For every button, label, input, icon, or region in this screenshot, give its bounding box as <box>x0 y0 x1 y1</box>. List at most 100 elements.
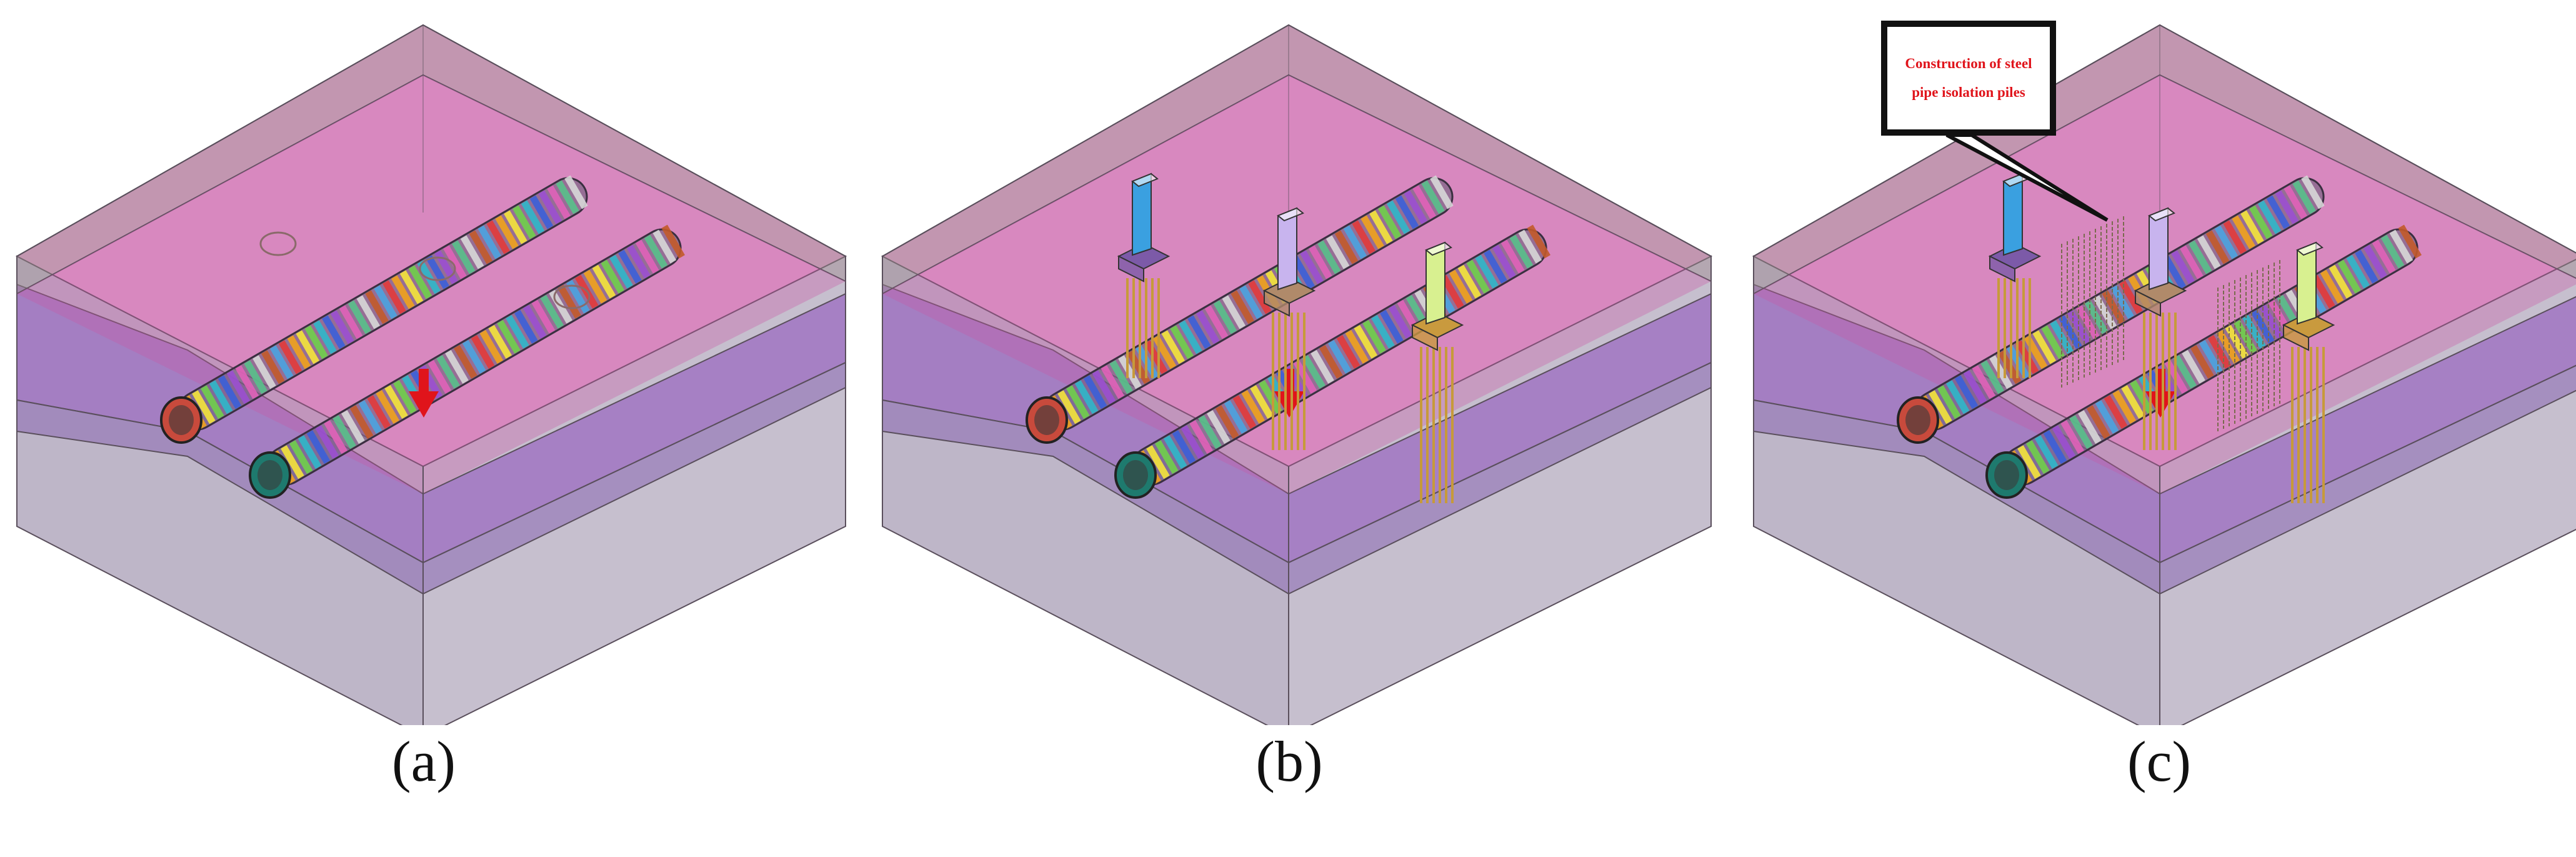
pier-column-top <box>2148 207 2175 222</box>
pile-cap-side <box>1118 255 1144 283</box>
tunnel-segment-ring <box>1239 285 1263 319</box>
tunnel-segment-ring <box>1187 315 1211 349</box>
tunnel-segment-ring <box>1170 325 1194 359</box>
ghost-pier-marker <box>553 284 591 309</box>
tunnel-segment-ring <box>330 310 354 344</box>
soil-model-b <box>881 24 1713 725</box>
tunnel-segment-ring <box>538 190 562 224</box>
tunnel-segment-ring <box>1222 295 1246 329</box>
tunnel-segment-ring <box>497 319 521 354</box>
tunnel-segment-ring <box>2043 430 2067 464</box>
tunnel-segment-ring <box>1057 390 1081 424</box>
tunnel-segment-ring <box>1449 269 1473 304</box>
tunnel-segment-ring <box>2259 304 2284 339</box>
tunnel-segment-ring <box>2060 420 2084 454</box>
tunnel-segment-ring <box>341 410 365 444</box>
tunnel-segment-ring <box>1352 220 1375 254</box>
tunnel-segment-ring <box>427 359 452 394</box>
tunnel-segment-ring <box>2015 340 2039 374</box>
callout-box: Construction of steel pipe isolation pil… <box>1881 21 2056 136</box>
tunnel-segment-ring <box>1146 445 1170 479</box>
tunnel-segment-ring <box>1963 370 1987 404</box>
tunnel-segment-ring <box>2173 354 2197 389</box>
tunnel-segment-ring <box>1259 380 1282 414</box>
tunnel-segment-ring <box>609 254 633 289</box>
tunnel-segment-ring <box>1929 390 1952 424</box>
tunnel-segment-ring <box>522 304 547 339</box>
pier-3 <box>2282 241 2335 503</box>
tunnel-segment-ring <box>1066 385 1090 419</box>
tunnel-segment-ring <box>2095 400 2119 434</box>
tunnel-segment-ring <box>408 265 432 299</box>
tunnel-segment-ring <box>592 264 616 299</box>
pier-column <box>2149 207 2169 291</box>
tunnel-segment-ring <box>2320 269 2344 304</box>
tunnel-segment-ring <box>469 230 493 264</box>
tunnel-segment-ring <box>1989 355 2013 389</box>
tunnel-segment-ring <box>1198 415 1222 449</box>
tunnel-right <box>249 224 685 499</box>
tunnel-segment-ring <box>1484 249 1507 284</box>
tunnel-bore <box>1905 405 1930 435</box>
tunnel-segment-ring <box>1163 435 1187 469</box>
tunnel-segment-ring <box>2242 314 2266 349</box>
pier-column-top <box>1425 241 1452 256</box>
tunnel-segment-ring <box>445 349 469 384</box>
tunnel-segment-ring <box>454 344 477 379</box>
tunnel-segment-ring <box>1334 230 1359 264</box>
tunnel-segment-ring <box>2284 185 2307 219</box>
isolation-piles-1 <box>2061 216 2124 388</box>
tunnel-segment-ring <box>1144 340 1168 374</box>
tunnel-segment-ring <box>1215 405 1239 439</box>
soil-block <box>15 24 847 725</box>
tunnel-segment-ring <box>460 235 484 269</box>
tunnel-segment-ring <box>1475 254 1499 289</box>
pier-column <box>1132 173 1152 256</box>
tunnel-segment-ring <box>281 445 304 479</box>
caption-a: (a) <box>391 729 456 793</box>
tunnel-segment-ring <box>2180 245 2204 279</box>
tunnel-segment-ring <box>1083 375 1107 409</box>
tunnel-segment-ring <box>506 314 529 349</box>
tunnel-segment-ring <box>2075 305 2100 339</box>
tunnel-segment-ring <box>1354 324 1378 359</box>
tunnel-segment-ring <box>1325 235 1350 269</box>
tunnel-segment-ring <box>2301 175 2325 209</box>
tunnel-segment-ring <box>252 355 276 389</box>
tunnel-segment-ring <box>1231 290 1254 324</box>
tunnel-segment-ring <box>618 249 642 284</box>
tunnel-segment-ring <box>1317 240 1341 274</box>
tunnel-segment-ring <box>2355 249 2379 284</box>
tunnel-segment-ring <box>384 385 408 419</box>
tunnel-segment-ring <box>1440 274 1464 309</box>
tunnel-segment-ring <box>1179 320 1202 354</box>
tunnel-segment-ring <box>2292 180 2316 214</box>
tunnel-segment-ring <box>2104 395 2128 429</box>
tunnel-segment-ring <box>1380 309 1404 344</box>
tunnel-segment-ring <box>339 305 363 339</box>
tunnel-segment-ring <box>332 415 356 449</box>
tunnel-segment-ring <box>315 425 339 459</box>
tunnel-segment-ring <box>529 195 554 229</box>
tunnel-segment-ring <box>1500 239 1525 274</box>
callout-text: Construction of steel pipe isolation pil… <box>1905 56 2032 100</box>
pile-cap-side <box>1412 324 1438 351</box>
tunnel-segment-ring <box>1421 180 1445 214</box>
tunnel-segment-ring <box>391 275 415 309</box>
tunnel-segment-ring <box>1954 375 1979 409</box>
tunnel-segment-ring <box>296 330 320 364</box>
soil-model-c <box>1752 24 2576 725</box>
soil-model-a <box>15 24 847 725</box>
tunnel-segment-ring <box>2329 264 2353 299</box>
tunnel-segment-ring <box>601 259 625 294</box>
tunnel-segment-ring <box>1371 314 1395 349</box>
tunnel-segment-ring <box>382 280 406 314</box>
tunnel-segment-ring <box>426 255 449 289</box>
tunnel-segment-ring <box>1204 305 1229 339</box>
tunnel-segment-ring <box>2207 334 2232 369</box>
tunnel-segment-ring <box>1241 390 1266 424</box>
tunnel-segment-ring <box>358 400 382 434</box>
tunnel-segment-ring <box>2171 250 2195 284</box>
tunnel-segment-ring <box>1395 195 1419 229</box>
tunnel-segment-ring <box>2059 315 2082 349</box>
